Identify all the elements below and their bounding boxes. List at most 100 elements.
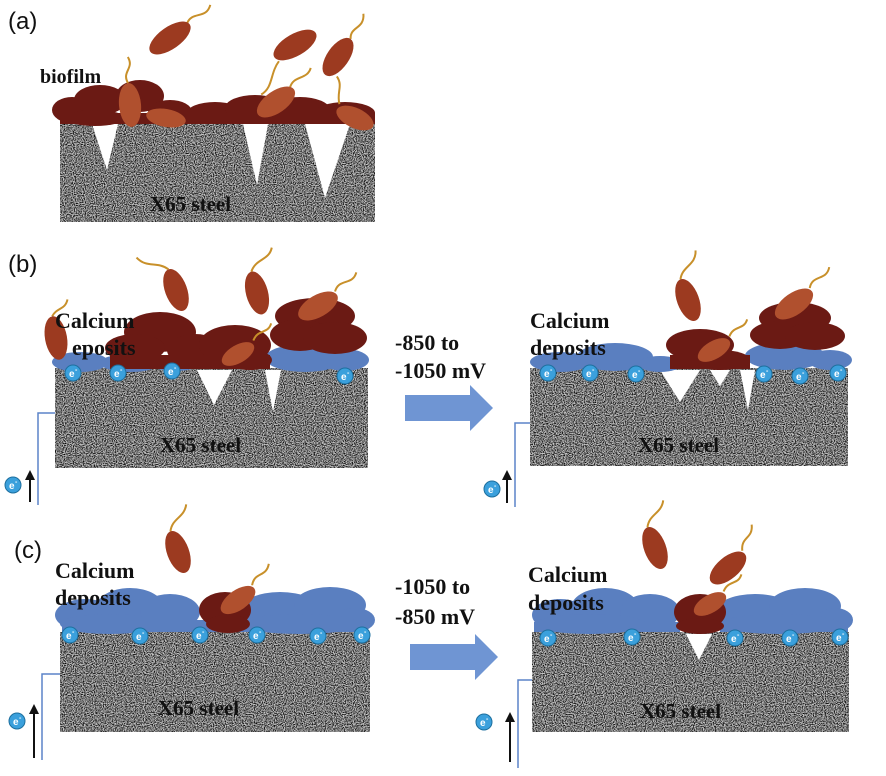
electron-row: e- e- e- e- e-: [539, 628, 849, 647]
electron: e-: [781, 629, 799, 647]
svg-text:-: -: [75, 367, 78, 374]
electron: e-: [8, 712, 26, 730]
electron: e-: [483, 480, 501, 498]
potential-label-c-2: -850 mV: [395, 604, 475, 629]
bacterium: [165, 504, 191, 574]
svg-text:e: e: [731, 634, 737, 645]
electron: e-: [829, 364, 847, 382]
electron: e-: [627, 365, 645, 383]
bacterium: [256, 67, 312, 118]
svg-text:e: e: [488, 485, 494, 496]
scene-c-left: e- e- e- e- e- e- Calcium deposits X65: [8, 504, 375, 760]
electron: e-: [336, 367, 354, 385]
bacteria-group-c-right: [642, 500, 753, 616]
svg-text:-: -: [15, 479, 18, 486]
svg-text:e: e: [786, 634, 792, 645]
bacteria-group-b-right: [675, 250, 831, 362]
bacterium: [697, 318, 749, 362]
electron-wire-c-right: e-: [475, 679, 532, 768]
electron: e-: [581, 364, 599, 382]
svg-text:-: -: [634, 631, 637, 638]
pit: [92, 124, 118, 170]
right-arrow-icon: [410, 634, 498, 680]
bacterium: [774, 266, 831, 320]
svg-text:-: -: [19, 715, 22, 722]
svg-text:e: e: [66, 631, 72, 642]
calcium-deposit: [55, 587, 375, 634]
svg-text:e: e: [341, 372, 347, 383]
electron: e-: [248, 626, 266, 644]
deposits-label-b-left-2: eposits: [72, 335, 136, 360]
electron: e-: [4, 476, 22, 494]
scene-b-left: e- e- e- e-: [4, 247, 369, 505]
electron: e-: [309, 627, 327, 645]
bacterium: [322, 13, 365, 77]
electron: e-: [64, 364, 82, 382]
deposits-label-c-left-2: deposits: [55, 585, 131, 610]
electron: e-: [726, 629, 744, 647]
panel-label-b: (b): [8, 251, 37, 278]
svg-text:e: e: [253, 631, 259, 642]
electron: e-: [163, 362, 181, 380]
svg-text:e: e: [358, 631, 364, 642]
deposits-label-b-right-1: Calcium: [530, 308, 609, 333]
svg-text:e: e: [314, 632, 320, 643]
svg-text:e: e: [114, 369, 120, 380]
svg-text:-: -: [494, 483, 497, 490]
panel-a: (a) biofilm X65 steel: [8, 4, 375, 222]
svg-text:-: -: [766, 368, 769, 375]
electron: e-: [831, 628, 849, 646]
electron-row: e- e- e- e- e- e-: [61, 626, 371, 645]
svg-text:-: -: [550, 632, 553, 639]
svg-text:-: -: [142, 630, 145, 637]
bacterium: [135, 256, 189, 312]
steel-label-c-right: X65 steel: [640, 699, 721, 723]
biofilm-cluster: [105, 298, 367, 370]
deposits-label-c-left-1: Calcium: [55, 558, 134, 583]
bacterium: [221, 322, 273, 366]
panel-c: (c) e- e- e- e: [8, 500, 853, 768]
scene-c-right: e- e- e- e- e- Calc: [475, 500, 853, 768]
svg-text:e: e: [586, 369, 592, 380]
svg-text:-: -: [840, 367, 843, 374]
svg-text:-: -: [638, 368, 641, 375]
pit: [197, 370, 232, 405]
potential-label-c-1: -1050 to: [395, 574, 470, 599]
pit: [305, 124, 350, 198]
svg-text:-: -: [802, 370, 805, 377]
bacterium: [118, 56, 142, 127]
svg-text:-: -: [792, 632, 795, 639]
electron: e-: [109, 364, 127, 382]
bacterium: [244, 247, 273, 315]
deposits-label-c-right-1: Calcium: [528, 562, 607, 587]
electron: e-: [475, 713, 493, 731]
svg-text:e: e: [196, 631, 202, 642]
svg-text:-: -: [320, 630, 323, 637]
pit: [710, 370, 730, 386]
steel-label-b-left: X65 steel: [160, 433, 241, 457]
bacterium: [298, 271, 358, 321]
svg-text:e: e: [136, 632, 142, 643]
svg-text:-: -: [174, 365, 177, 372]
electron-wire-b-right: e-: [483, 422, 530, 507]
bacterium: [693, 573, 743, 616]
svg-text:e: e: [834, 369, 840, 380]
electron-wire-b-left: e-: [4, 412, 55, 505]
panel-label-c: (c): [14, 537, 42, 564]
pit: [243, 124, 268, 185]
steel-label-c-left: X65 steel: [158, 696, 239, 720]
svg-text:e: e: [9, 481, 15, 492]
svg-text:e: e: [760, 370, 766, 381]
electron: e-: [623, 628, 641, 646]
svg-text:e: e: [544, 369, 550, 380]
svg-text:e: e: [836, 633, 842, 644]
bacterium: [44, 299, 69, 360]
svg-text:e: e: [69, 369, 75, 380]
svg-text:-: -: [347, 370, 350, 377]
electron: e-: [539, 629, 557, 647]
potential-shift-arrow-b: -850 to -1050 mV: [395, 330, 493, 431]
bacteria-group-c-left: [165, 504, 270, 615]
svg-text:-: -: [259, 629, 262, 636]
electron: e-: [539, 364, 557, 382]
pit: [740, 370, 755, 410]
